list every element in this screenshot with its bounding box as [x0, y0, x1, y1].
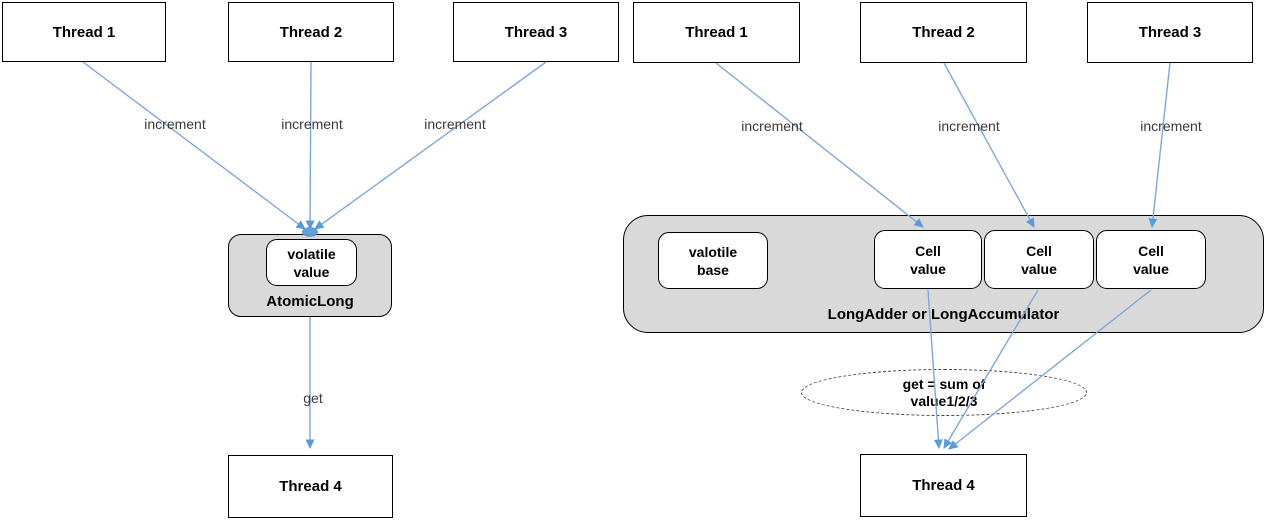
right-thread-2-label: Thread 2 [912, 24, 975, 41]
atomiclong-label: AtomicLong [266, 293, 354, 310]
left-thread-2-box: Thread 2 [228, 2, 394, 62]
arrow-cell-3-to-thread4 [948, 289, 1152, 450]
volatile-value-line1: volatile [287, 245, 336, 262]
right-thread-1-box: Thread 1 [633, 2, 800, 63]
left-thread-1-label: Thread 1 [52, 23, 116, 41]
cell-value-box-2: Cell value [984, 230, 1094, 289]
arrow-left-increment-1 [82, 61, 306, 230]
right-thread-2-box: Thread 2 [860, 2, 1027, 63]
cell-2-line2: value [1021, 260, 1057, 277]
arrow-left-increment-2 [305, 61, 315, 230]
arrow-right-increment-1 [715, 62, 924, 228]
arrow-cell-2-to-thread4 [943, 289, 1039, 449]
left-thread-4-box: Thread 4 [228, 455, 393, 518]
arrow-cell-1-to-thread4 [927, 289, 943, 449]
arrow-convergence-blob [302, 227, 318, 237]
volatile-value-box: volatile value [266, 239, 357, 286]
right-thread-3-label: Thread 3 [1138, 24, 1202, 41]
cell-3-line2: value [1133, 260, 1169, 277]
get-sum-ellipse: get = sum of value1/2/3 [801, 369, 1087, 416]
cell-value-box-1: Cell value [874, 230, 982, 289]
cell-value-box-3: Cell value [1096, 230, 1206, 289]
longadder-label: LongAdder or LongAccumulator [827, 306, 1060, 323]
arrow-right-increment-2 [943, 62, 1035, 228]
arrow-right-increment-3 [1148, 62, 1171, 228]
valotile-base-line2: base [697, 261, 729, 278]
left-thread-2-label: Thread 2 [279, 23, 343, 41]
get-sum-line1: get = sum of [902, 375, 986, 392]
cell-1-line2: value [910, 260, 946, 277]
left-thread-3-box: Thread 3 [453, 2, 619, 62]
valotile-base-line1: valotile [688, 243, 738, 260]
cell-3-line1: Cell [1138, 242, 1164, 259]
right-thread-3-box: Thread 3 [1087, 2, 1253, 63]
arrow-left-increment-3 [314, 61, 547, 230]
volatile-value-line2: value [293, 263, 330, 280]
cell-1-line1: Cell [915, 242, 941, 259]
right-thread-4-box: Thread 4 [860, 454, 1027, 517]
left-thread-4-label: Thread 4 [279, 478, 342, 495]
get-sum-line2: value1/2/3 [910, 392, 978, 409]
left-thread-1-box: Thread 1 [2, 2, 166, 62]
right-thread-1-label: Thread 1 [685, 24, 748, 41]
valotile-base-box: valotile base [658, 232, 768, 289]
right-thread-4-label: Thread 4 [912, 477, 975, 494]
cell-2-line1: Cell [1026, 242, 1052, 259]
left-thread-3-label: Thread 3 [504, 23, 568, 41]
